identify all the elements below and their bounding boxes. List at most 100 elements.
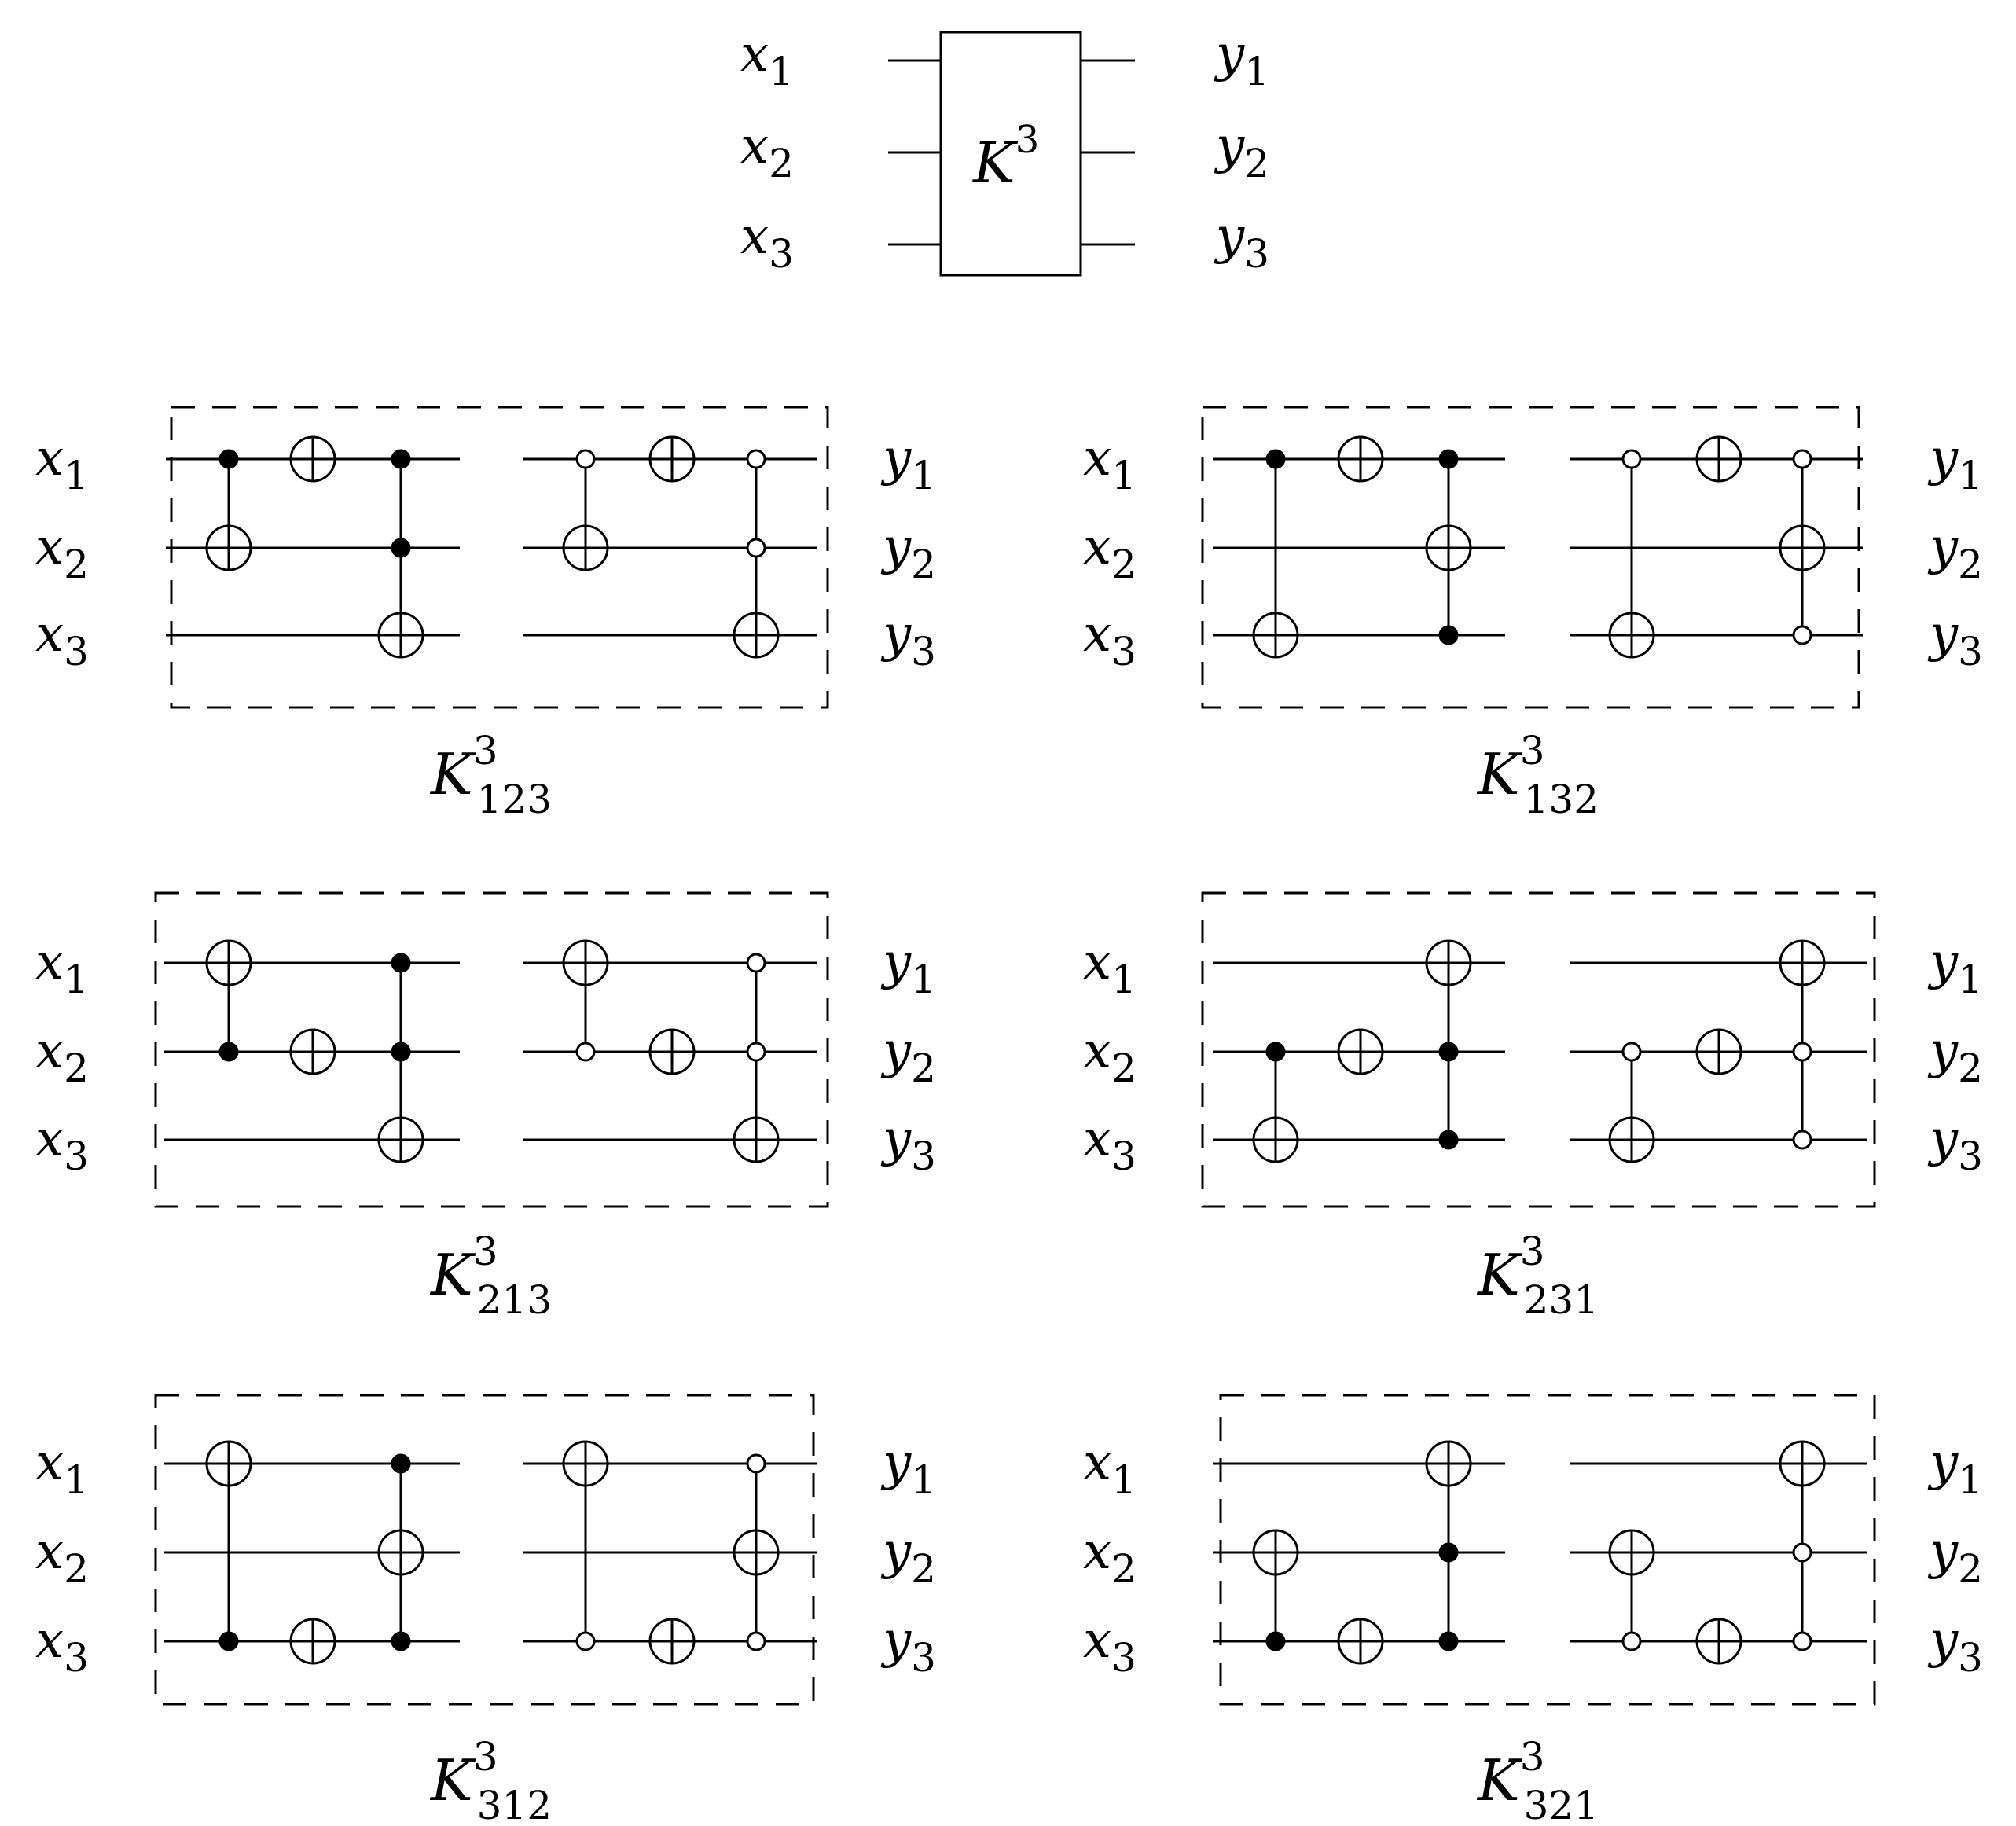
not-gate — [289, 1028, 336, 1075]
control-dot-open — [1621, 1042, 1642, 1062]
half-1 — [166, 435, 460, 659]
control-dot-open — [1621, 449, 1642, 469]
half-1 — [1213, 435, 1505, 659]
not-gate — [1337, 1618, 1384, 1665]
control-dot-open — [746, 538, 766, 558]
controlled-not-gate — [1425, 1440, 1472, 1651]
input-label-2: x2 — [35, 1022, 89, 1091]
control-dot-filled — [1265, 449, 1286, 469]
output-label-3: y3 — [1927, 1110, 1983, 1179]
control-dot-open — [1792, 449, 1812, 469]
output-label-3: y3 — [1927, 1611, 1983, 1681]
input-label-2: x2 — [1083, 518, 1137, 587]
controlled-not-gate — [1779, 449, 1826, 645]
half-2 — [1570, 1440, 1867, 1665]
control-dot-filled — [1438, 449, 1459, 469]
output-label-1: y1 — [880, 933, 936, 1002]
controlled-not-gate — [1779, 1440, 1826, 1651]
input-label-1: x1 — [35, 933, 89, 1002]
controlled-not-gate — [377, 953, 424, 1163]
not-gate — [289, 435, 336, 483]
half-2 — [523, 1440, 817, 1665]
k3-output-label-1: y1 — [1214, 25, 1269, 94]
control-dot-open — [575, 1042, 596, 1062]
controlled-not-gate — [1608, 1529, 1655, 1651]
output-label-3: y3 — [880, 605, 936, 674]
not-gate — [648, 1618, 696, 1665]
input-label-1: x1 — [35, 429, 89, 498]
controlled-not-gate — [1252, 449, 1299, 659]
output-label-1: y1 — [1927, 1434, 1983, 1503]
input-label-3: x3 — [1083, 1611, 1137, 1681]
input-label-3: x3 — [35, 1110, 89, 1179]
control-dot-open — [1621, 1631, 1642, 1651]
input-label-3: x3 — [1083, 605, 1137, 674]
control-dot-open — [575, 1631, 596, 1651]
input-label-2: x2 — [1083, 1022, 1137, 1091]
control-dot-open — [1792, 1042, 1812, 1062]
control-dot-open — [746, 953, 766, 973]
not-gate — [648, 1028, 696, 1075]
control-dot-filled — [1265, 1631, 1286, 1651]
control-dot-filled — [1438, 1130, 1459, 1150]
input-label-3: x3 — [35, 605, 89, 674]
control-dot-filled — [391, 538, 411, 558]
control-dot-filled — [1438, 1542, 1459, 1563]
output-label-3: y3 — [1927, 605, 1983, 674]
input-label-2: x2 — [35, 518, 89, 587]
controlled-not-gate — [733, 1453, 780, 1651]
k3-box-label: K3 — [971, 118, 1039, 196]
controlled-not-gate — [562, 1440, 609, 1651]
control-dot-open — [1792, 1542, 1812, 1563]
controlled-not-gate — [377, 1453, 424, 1651]
control-dot-filled — [218, 449, 239, 469]
output-label-2: y2 — [880, 1523, 936, 1592]
output-label-1: y1 — [1927, 429, 1983, 498]
not-gate — [1695, 1028, 1742, 1075]
k3-input-label-1: x1 — [740, 25, 794, 94]
controlled-not-gate — [1425, 939, 1472, 1150]
control-dot-filled — [218, 1631, 239, 1651]
controlled-not-gate — [1608, 449, 1655, 659]
not-gate — [1695, 435, 1742, 483]
control-dot-filled — [1438, 1631, 1459, 1651]
input-label-1: x1 — [1083, 933, 1137, 1002]
controlled-not-gate — [562, 449, 609, 571]
dashed-box — [154, 1394, 815, 1706]
half-1 — [1213, 1440, 1505, 1665]
half-2 — [1570, 939, 1867, 1163]
control-dot-filled — [391, 449, 411, 469]
control-dot-open — [746, 449, 766, 469]
control-dot-filled — [391, 1631, 411, 1651]
output-label-2: y2 — [1927, 1022, 1983, 1091]
not-gate — [648, 435, 696, 483]
controlled-not-gate — [205, 939, 252, 1062]
not-gate — [1337, 1028, 1384, 1075]
output-label-1: y1 — [880, 429, 936, 498]
controlled-not-gate — [562, 939, 609, 1062]
control-dot-open — [746, 1453, 766, 1474]
input-label-3: x3 — [35, 1611, 89, 1681]
control-dot-filled — [1265, 1042, 1286, 1062]
output-label-2: y2 — [1927, 518, 1983, 587]
not-gate — [289, 1618, 336, 1665]
controlled-not-gate — [1425, 449, 1472, 645]
control-dot-filled — [1438, 625, 1459, 645]
half-1 — [164, 1440, 460, 1665]
control-dot-filled — [218, 1042, 239, 1062]
input-label-2: x2 — [35, 1523, 89, 1592]
output-label-1: y1 — [880, 1434, 936, 1503]
control-dot-open — [1792, 1130, 1812, 1150]
